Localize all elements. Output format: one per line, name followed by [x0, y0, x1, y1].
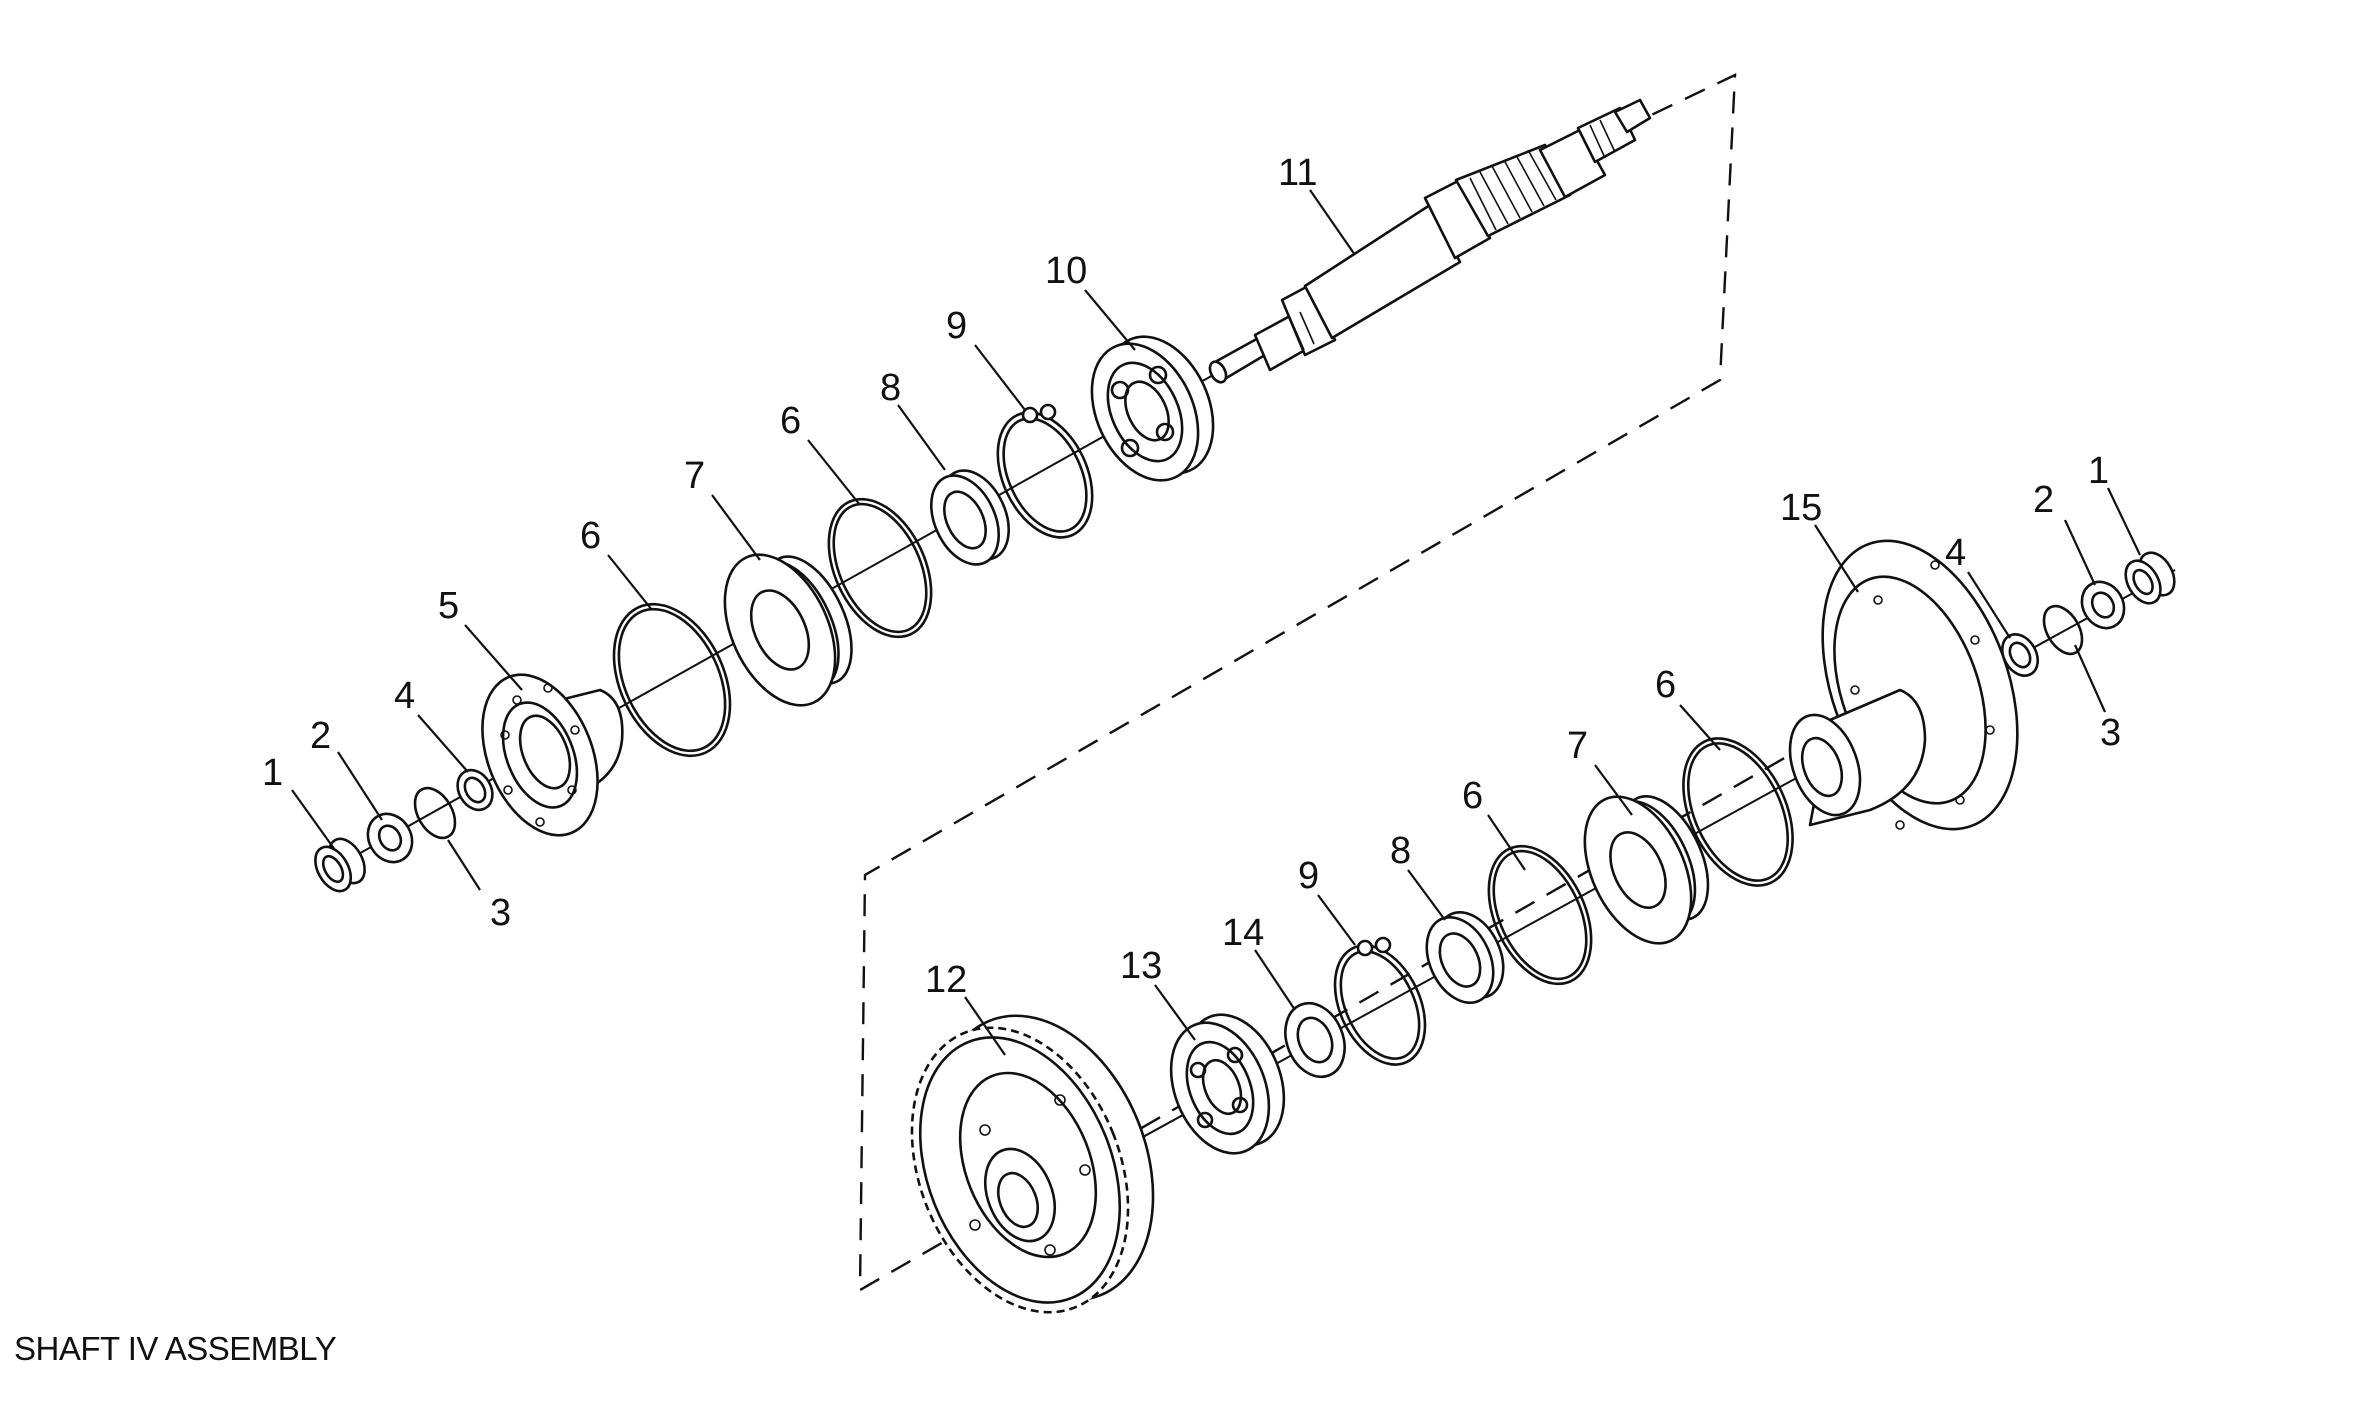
callout-upper-6b: 6 [780, 400, 801, 442]
callout-upper-4: 4 [394, 675, 415, 717]
upper-part-7-sleeve [723, 553, 853, 707]
lower-part-12-gear [910, 1014, 1155, 1314]
upper-part-3-o-ring [413, 786, 457, 840]
upper-part-11-shaft [1208, 98, 1652, 384]
lower-part-3-o-ring [2042, 604, 2084, 656]
callout-lower-8: 8 [1390, 830, 1411, 872]
callout-upper-6a: 6 [580, 515, 601, 557]
upper-part-6-o-ring-left [612, 602, 732, 758]
lower-part-9-snap-ring [1333, 936, 1427, 1066]
upper-part-5-flange [481, 673, 624, 837]
lower-part-4-ring [2001, 633, 2039, 677]
callout-lower-15: 15 [1780, 487, 1822, 529]
callout-upper-2: 2 [310, 715, 331, 757]
callout-upper-7: 7 [684, 455, 705, 497]
callout-lower-6b: 6 [1655, 664, 1676, 706]
callout-upper-3: 3 [490, 892, 511, 934]
lower-part-7-sleeve [1583, 794, 1710, 945]
lower-part-8-race [1425, 910, 1505, 1005]
upper-part-2-washer [366, 812, 414, 864]
callout-upper-9: 9 [946, 305, 967, 347]
callout-lower-2: 2 [2033, 479, 2054, 521]
upper-assembly [314, 98, 1652, 893]
callout-lower-12: 12 [925, 959, 967, 1001]
callout-lower-1: 1 [2088, 450, 2109, 492]
lower-part-1-bushing [2124, 551, 2176, 605]
callout-lower-4: 4 [1945, 532, 1966, 574]
callout-lower-9: 9 [1298, 855, 1319, 897]
upper-part-8-race [930, 469, 1010, 566]
callout-upper-1: 1 [262, 752, 283, 794]
lower-part-2-washer [2080, 580, 2126, 630]
callout-lower-7: 7 [1567, 725, 1588, 767]
callout-upper-11: 11 [1278, 152, 1317, 194]
upper-part-10-ball-bearing [1090, 335, 1215, 482]
callout-lower-3: 3 [2100, 712, 2121, 754]
callout-lower-13: 13 [1120, 945, 1162, 987]
callout-upper-10: 10 [1045, 250, 1087, 292]
lower-part-6-o-ring-right [1682, 737, 1794, 887]
lower-part-13-ball-bearing [1169, 1013, 1286, 1155]
callout-upper-8: 8 [880, 367, 901, 409]
callout-lower-6a: 6 [1462, 775, 1483, 817]
lower-part-15-housing [1788, 539, 2019, 831]
callout-upper-5: 5 [438, 585, 459, 627]
diagram-caption: SHAFT IV ASSEMBLY [14, 1330, 337, 1367]
callout-lower-14: 14 [1222, 912, 1264, 954]
upper-part-6-o-ring-right [827, 497, 933, 639]
upper-part-4-ring [456, 768, 494, 812]
upper-part-9-snap-ring [996, 403, 1094, 539]
upper-part-1-bushing [314, 837, 366, 893]
lower-assembly [910, 539, 2176, 1314]
callout-labels: 1 2 4 3 5 6 7 6 8 9 10 11 12 13 14 9 8 6… [262, 152, 2121, 1001]
leader-lines [291, 189, 2141, 1056]
lower-part-6-o-ring-left [1487, 844, 1593, 986]
lower-part-14-washer [1284, 1001, 1346, 1079]
